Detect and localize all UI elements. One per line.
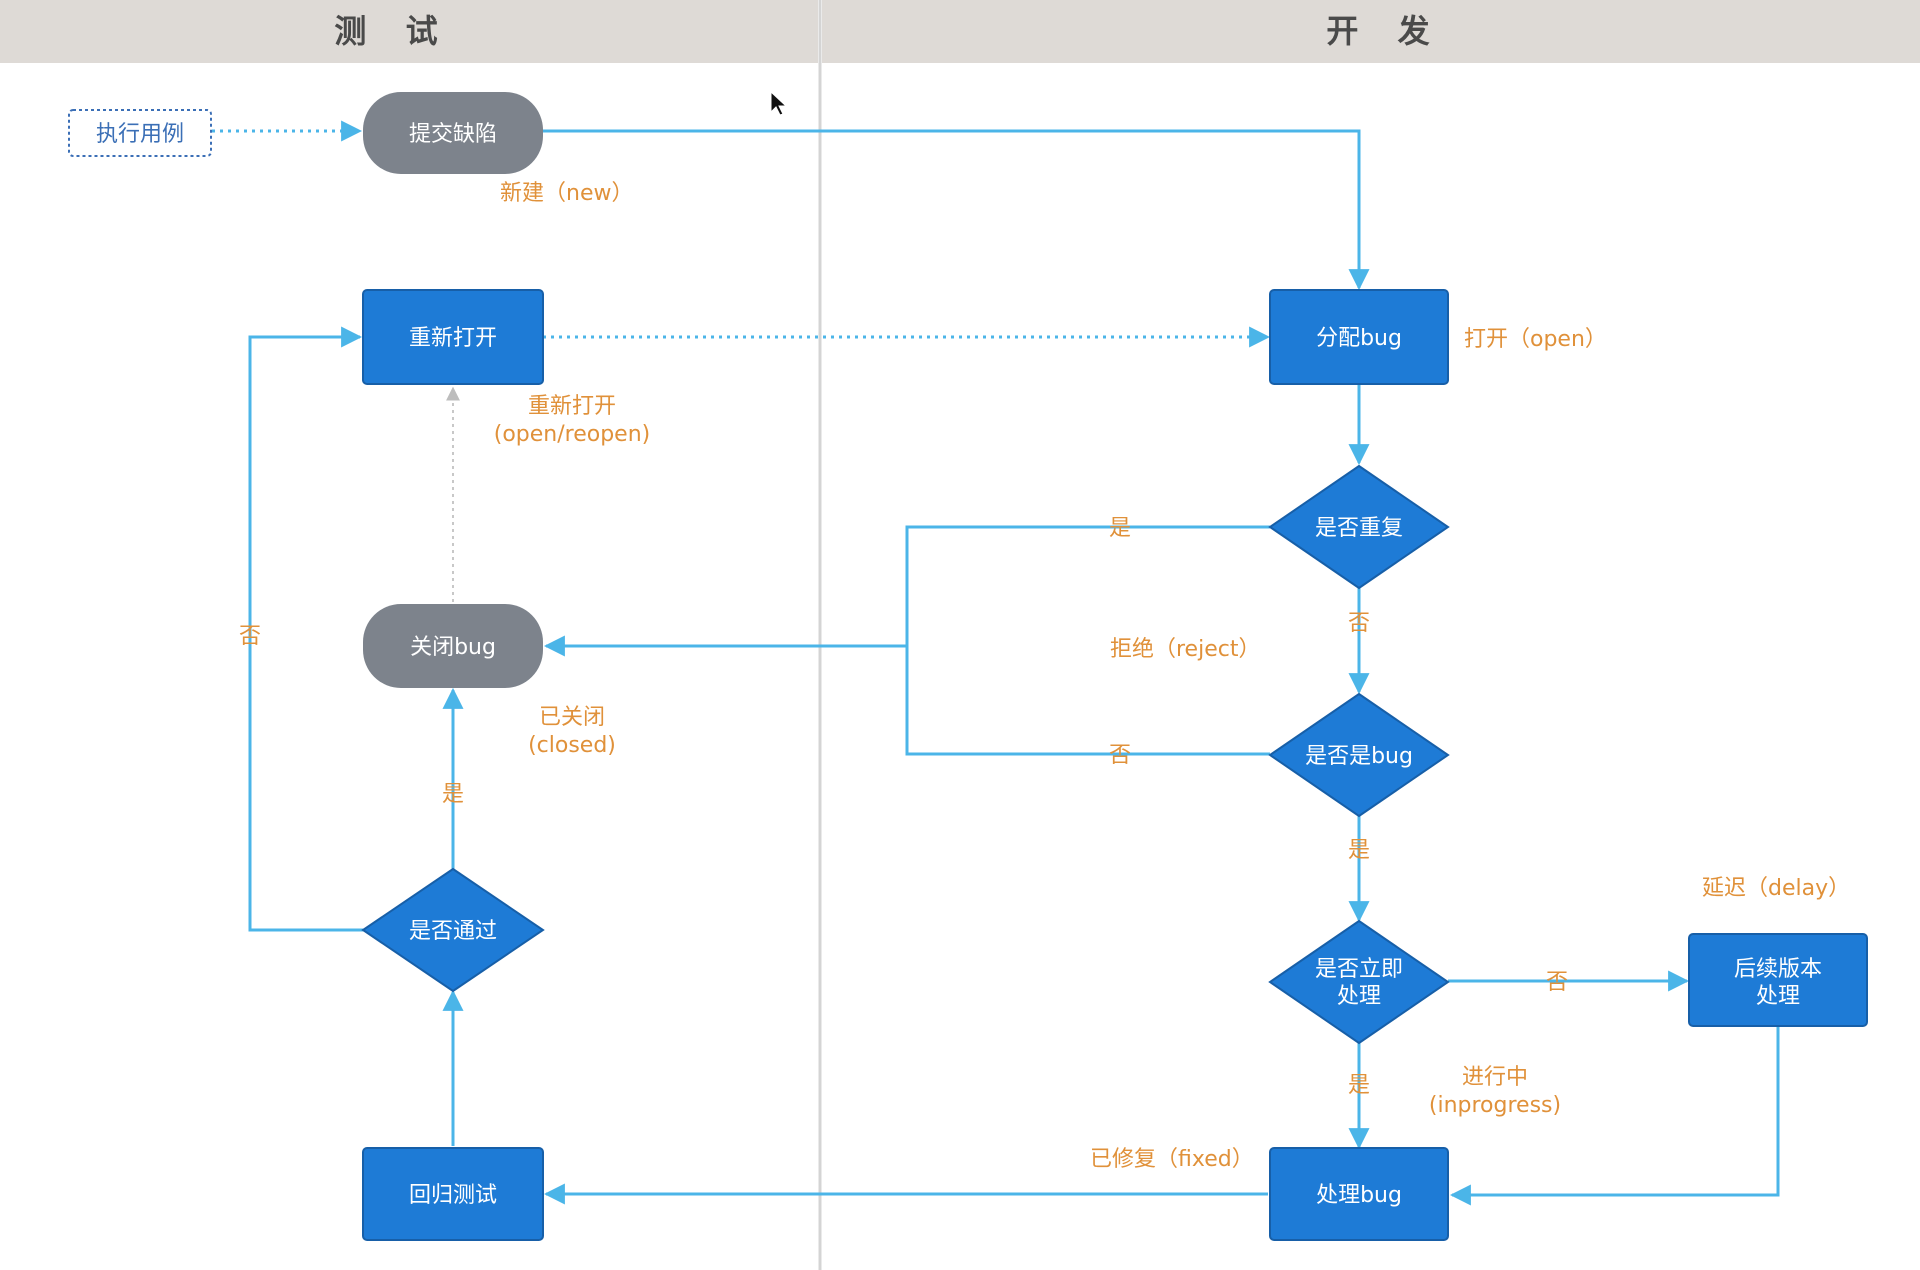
edge-label-immediate-no: 否	[1546, 970, 1568, 995]
status-inprogress-line2: (inprogress)	[1429, 1093, 1561, 1118]
status-reopen-line2: (open/reopen)	[494, 422, 650, 447]
execute-case-node[interactable]	[68, 109, 212, 157]
edge-label-dup-yes: 是	[1109, 516, 1131, 541]
later-version-label-line2: 处理	[1756, 984, 1800, 1009]
passed-decision-label: 是否通过	[409, 919, 497, 944]
is-bug-decision-node[interactable]	[1268, 692, 1450, 818]
status-closed-line1: 已关闭	[539, 705, 605, 730]
edge-label-pass-yes: 是	[442, 782, 464, 807]
duplicate-decision-label: 是否重复	[1315, 516, 1403, 541]
mouse-cursor-icon	[770, 90, 788, 116]
edge-isbug-no-to-close	[905, 646, 1270, 756]
edge-passed-no-to-reopen	[248, 326, 365, 932]
status-inprogress-line1: 进行中	[1462, 1065, 1528, 1090]
status-fixed: 已修复（fixed）	[1090, 1147, 1254, 1172]
close-bug-label: 关闭bug	[410, 635, 496, 660]
status-open: 打开（open）	[1464, 327, 1607, 352]
handle-bug-node[interactable]	[1269, 1147, 1449, 1241]
submit-defect-node[interactable]	[363, 92, 543, 174]
regression-test-node[interactable]	[362, 1147, 544, 1241]
edge-submit-to-assign	[543, 129, 1370, 291]
passed-decision-node[interactable]	[361, 867, 545, 993]
edge-label-immediate-yes: 是	[1348, 1073, 1370, 1098]
status-closed-line2: (closed)	[528, 733, 616, 758]
lane-header-test	[0, 0, 818, 63]
lane-title-dev: 开 发	[1326, 12, 1443, 50]
lane-title-test: 测 试	[334, 12, 451, 50]
reopen-node[interactable]	[362, 289, 544, 385]
assign-bug-label: 分配bug	[1316, 326, 1402, 351]
edge-label-pass-no: 否	[239, 624, 261, 649]
status-new: 新建（new）	[500, 181, 633, 206]
edge-label-dup-no: 否	[1348, 611, 1370, 636]
duplicate-decision-node[interactable]	[1268, 464, 1450, 590]
assign-bug-node[interactable]	[1269, 289, 1449, 385]
edge-duplicate-yes-to-close	[543, 525, 1270, 657]
immediate-decision-label-line1: 是否立即	[1315, 957, 1403, 982]
regression-test-label: 回归测试	[409, 1183, 497, 1208]
execute-case-label: 执行用例	[96, 122, 184, 147]
is-bug-decision-label: 是否是bug	[1305, 744, 1413, 769]
immediate-decision-node[interactable]	[1268, 919, 1450, 1045]
status-reject: 拒绝（reject）	[1110, 637, 1260, 662]
handle-bug-label: 处理bug	[1316, 1183, 1402, 1208]
status-reopen-line1: 重新打开	[528, 394, 616, 419]
reopen-label: 重新打开	[409, 326, 497, 351]
edge-label-isbug-no: 否	[1109, 743, 1131, 768]
later-version-label-line1: 后续版本	[1734, 957, 1822, 982]
close-bug-node[interactable]	[363, 604, 543, 688]
status-delay: 延迟（delay）	[1702, 876, 1850, 901]
lane-header-dev	[822, 0, 1920, 63]
later-version-node[interactable]	[1688, 933, 1868, 1027]
submit-defect-label: 提交缺陷	[409, 122, 497, 147]
edge-label-isbug-yes: 是	[1348, 838, 1370, 863]
immediate-decision-label-line2: 处理	[1337, 984, 1381, 1009]
edge-later-to-handle	[1449, 1026, 1780, 1206]
